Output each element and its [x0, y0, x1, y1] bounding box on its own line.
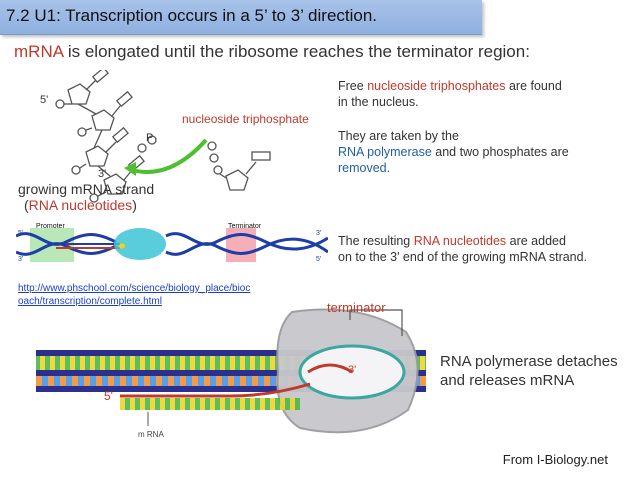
phosphate-label: P [146, 132, 154, 144]
text-nucleoside: Free nucleoside triphosphates are found … [338, 79, 562, 109]
text-added: The resulting RNA nucleotides are added … [338, 234, 588, 264]
headline-mrna: mRNA [14, 42, 64, 61]
nucleotide-diagram [55, 70, 271, 203]
incorporation-arrow [131, 138, 208, 174]
strip-left-5: 5' [18, 230, 24, 237]
growing-strand-label: growing mRNA strand [18, 181, 155, 197]
headline: mRNA is elongated until the ribosome rea… [14, 42, 530, 62]
polymerase-release-diagram [36, 308, 426, 434]
sugar-ring [103, 173, 127, 195]
strip-left-3: 3' [18, 256, 24, 263]
headline-rest: is elongated until the ribosome reaches … [63, 42, 530, 61]
mrna-label: m RNA [138, 430, 164, 439]
rna-polymerase [114, 228, 166, 260]
title-bar: 7.2 U1: Transcription occurs in a 5’ to … [0, 0, 482, 35]
sugar-ring [67, 83, 91, 105]
nucleoside-triphosphate-label: nucleoside triphosphate [182, 112, 309, 126]
three-prime-label: 3' [98, 168, 107, 180]
five-prime-label: 5' [40, 94, 49, 106]
source-link[interactable]: http://www.phschool.com/science/biology_… [18, 283, 251, 307]
credit: From I-Biology.net [502, 452, 608, 467]
transcription-strip [16, 222, 328, 268]
strip-right-3: 3' [316, 230, 322, 237]
bottom-five-prime: 5' [104, 389, 113, 403]
sugar-ring [91, 109, 115, 131]
bottom-three-prime: 3' [348, 364, 357, 376]
promoter-label: Promoter [36, 223, 65, 230]
sugar-ring [85, 145, 109, 167]
rna-nucleotides-label: (RNA nucleotides) [24, 197, 137, 213]
slide-title: 7.2 U1: Transcription occurs in a 5’ to … [6, 6, 378, 25]
strip-right-5: 5' [316, 256, 322, 263]
text-polymerase: They are taken by the RNA polymerase and… [338, 129, 569, 175]
strip-mid-5: 5' [66, 243, 72, 250]
terminator-strip-label: Terminator [228, 223, 262, 230]
terminator-label: terminator [327, 300, 386, 315]
